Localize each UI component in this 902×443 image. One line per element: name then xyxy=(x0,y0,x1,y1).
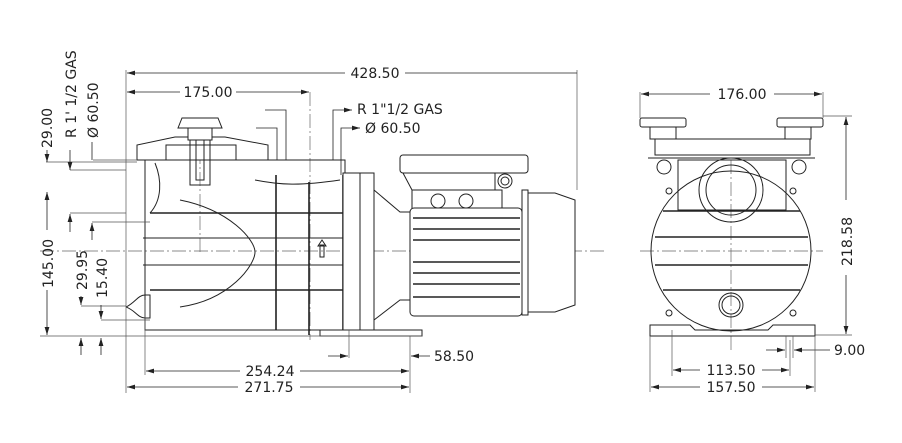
dim-body-length: 271.75 xyxy=(245,380,294,396)
dim-outlet-thread: R 1"1/2 GAS xyxy=(357,102,443,118)
dim-motor-foot: 58.50 xyxy=(434,349,474,365)
dim-overall-length: 428.50 xyxy=(351,66,400,82)
motor xyxy=(399,154,576,317)
dim-inlet-height: 29.00 xyxy=(40,108,56,148)
flange xyxy=(319,172,423,337)
pump-body xyxy=(125,159,350,335)
pump-front xyxy=(639,117,824,337)
front-view: 176.00 218.58 9.00 113.50 157.50 xyxy=(639,87,865,396)
dim-inlet-thread: R 1' 1/2 GAS xyxy=(64,50,80,138)
dim-outlet-diameter: Ø 60.50 xyxy=(365,121,421,137)
side-dimensions: 428.50 175.00 R 1"1/2 GAS Ø 60.50 29.00 … xyxy=(40,50,578,396)
dim-width-top: 176.00 xyxy=(718,87,767,103)
dim-foot-hole-spacing: 113.50 xyxy=(707,363,756,379)
dim-drain-height: 29.95 xyxy=(75,250,91,290)
front-dimensions: 176.00 218.58 9.00 113.50 157.50 xyxy=(639,87,865,396)
dim-total-height: 145.00 xyxy=(41,239,57,288)
dim-inlet-offset: 175.00 xyxy=(184,85,233,101)
dim-foot-slot: 9.00 xyxy=(834,343,865,359)
dim-inlet-diameter: Ø 60.50 xyxy=(86,82,102,138)
dim-base-width: 157.50 xyxy=(707,380,756,396)
dim-drain-offset: 15.40 xyxy=(95,258,111,298)
dim-base-length: 254.24 xyxy=(246,364,295,380)
strainer-lid xyxy=(136,117,269,186)
dim-height: 218.58 xyxy=(840,217,856,266)
side-view: 428.50 175.00 R 1"1/2 GAS Ø 60.50 29.00 … xyxy=(40,50,605,396)
